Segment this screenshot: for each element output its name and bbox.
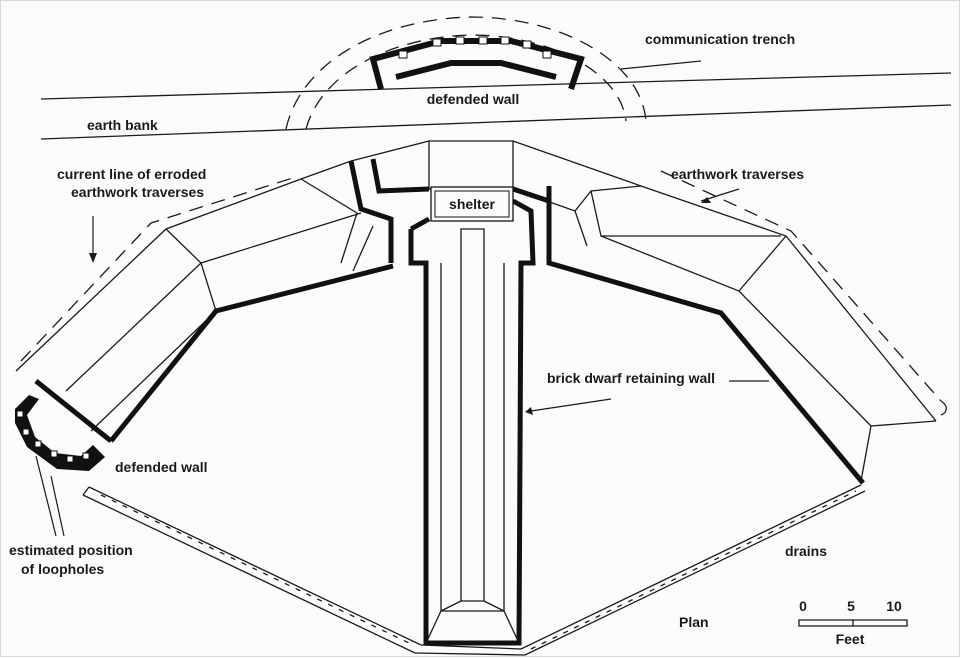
eroded-traverse-line bbox=[20, 175, 300, 362]
top-loopholes bbox=[398, 36, 552, 59]
label-drains: drains bbox=[785, 543, 827, 559]
label-earth-bank: earth bank bbox=[87, 117, 158, 133]
label-communication-trench: communication trench bbox=[645, 31, 795, 47]
label-current-line-2: earthwork traverses bbox=[71, 184, 204, 200]
label-defended-wall-top: defended wall bbox=[427, 91, 520, 107]
label-current-line-1: current line of erroded bbox=[57, 166, 206, 182]
shelter-box bbox=[430, 186, 514, 222]
right-arm bbox=[512, 170, 947, 485]
label-brick-dwarf-wall: brick dwarf retaining wall bbox=[547, 370, 715, 386]
brick-wall-pointer bbox=[530, 398, 612, 412]
central-corridor bbox=[408, 198, 536, 646]
left-defended-wall bbox=[15, 395, 105, 471]
scale-unit: Feet bbox=[836, 631, 865, 647]
scale-tick-5: 5 bbox=[847, 598, 855, 614]
earth-bank-lines bbox=[40, 72, 952, 140]
label-estimated-2: of loopholes bbox=[21, 561, 104, 577]
drains bbox=[82, 484, 866, 656]
scale-tick-0: 0 bbox=[799, 598, 807, 614]
central-block bbox=[348, 140, 642, 263]
label-defended-wall-left: defended wall bbox=[115, 459, 208, 475]
label-earthwork-traverses: earthwork traverses bbox=[671, 166, 804, 182]
loophole-pointer-1 bbox=[35, 455, 57, 537]
scale-tick-10: 10 bbox=[886, 598, 902, 614]
communication-trench bbox=[285, 16, 702, 130]
top-defended-wall bbox=[369, 36, 585, 90]
label-estimated-1: estimated position bbox=[9, 542, 133, 558]
left-arm bbox=[15, 160, 394, 443]
label-plan: Plan bbox=[679, 614, 709, 630]
label-shelter: shelter bbox=[449, 196, 495, 212]
left-loopholes bbox=[16, 410, 90, 463]
scale-bar: 0 5 10 Feet bbox=[798, 598, 908, 647]
loophole-pointer-2 bbox=[50, 475, 65, 537]
